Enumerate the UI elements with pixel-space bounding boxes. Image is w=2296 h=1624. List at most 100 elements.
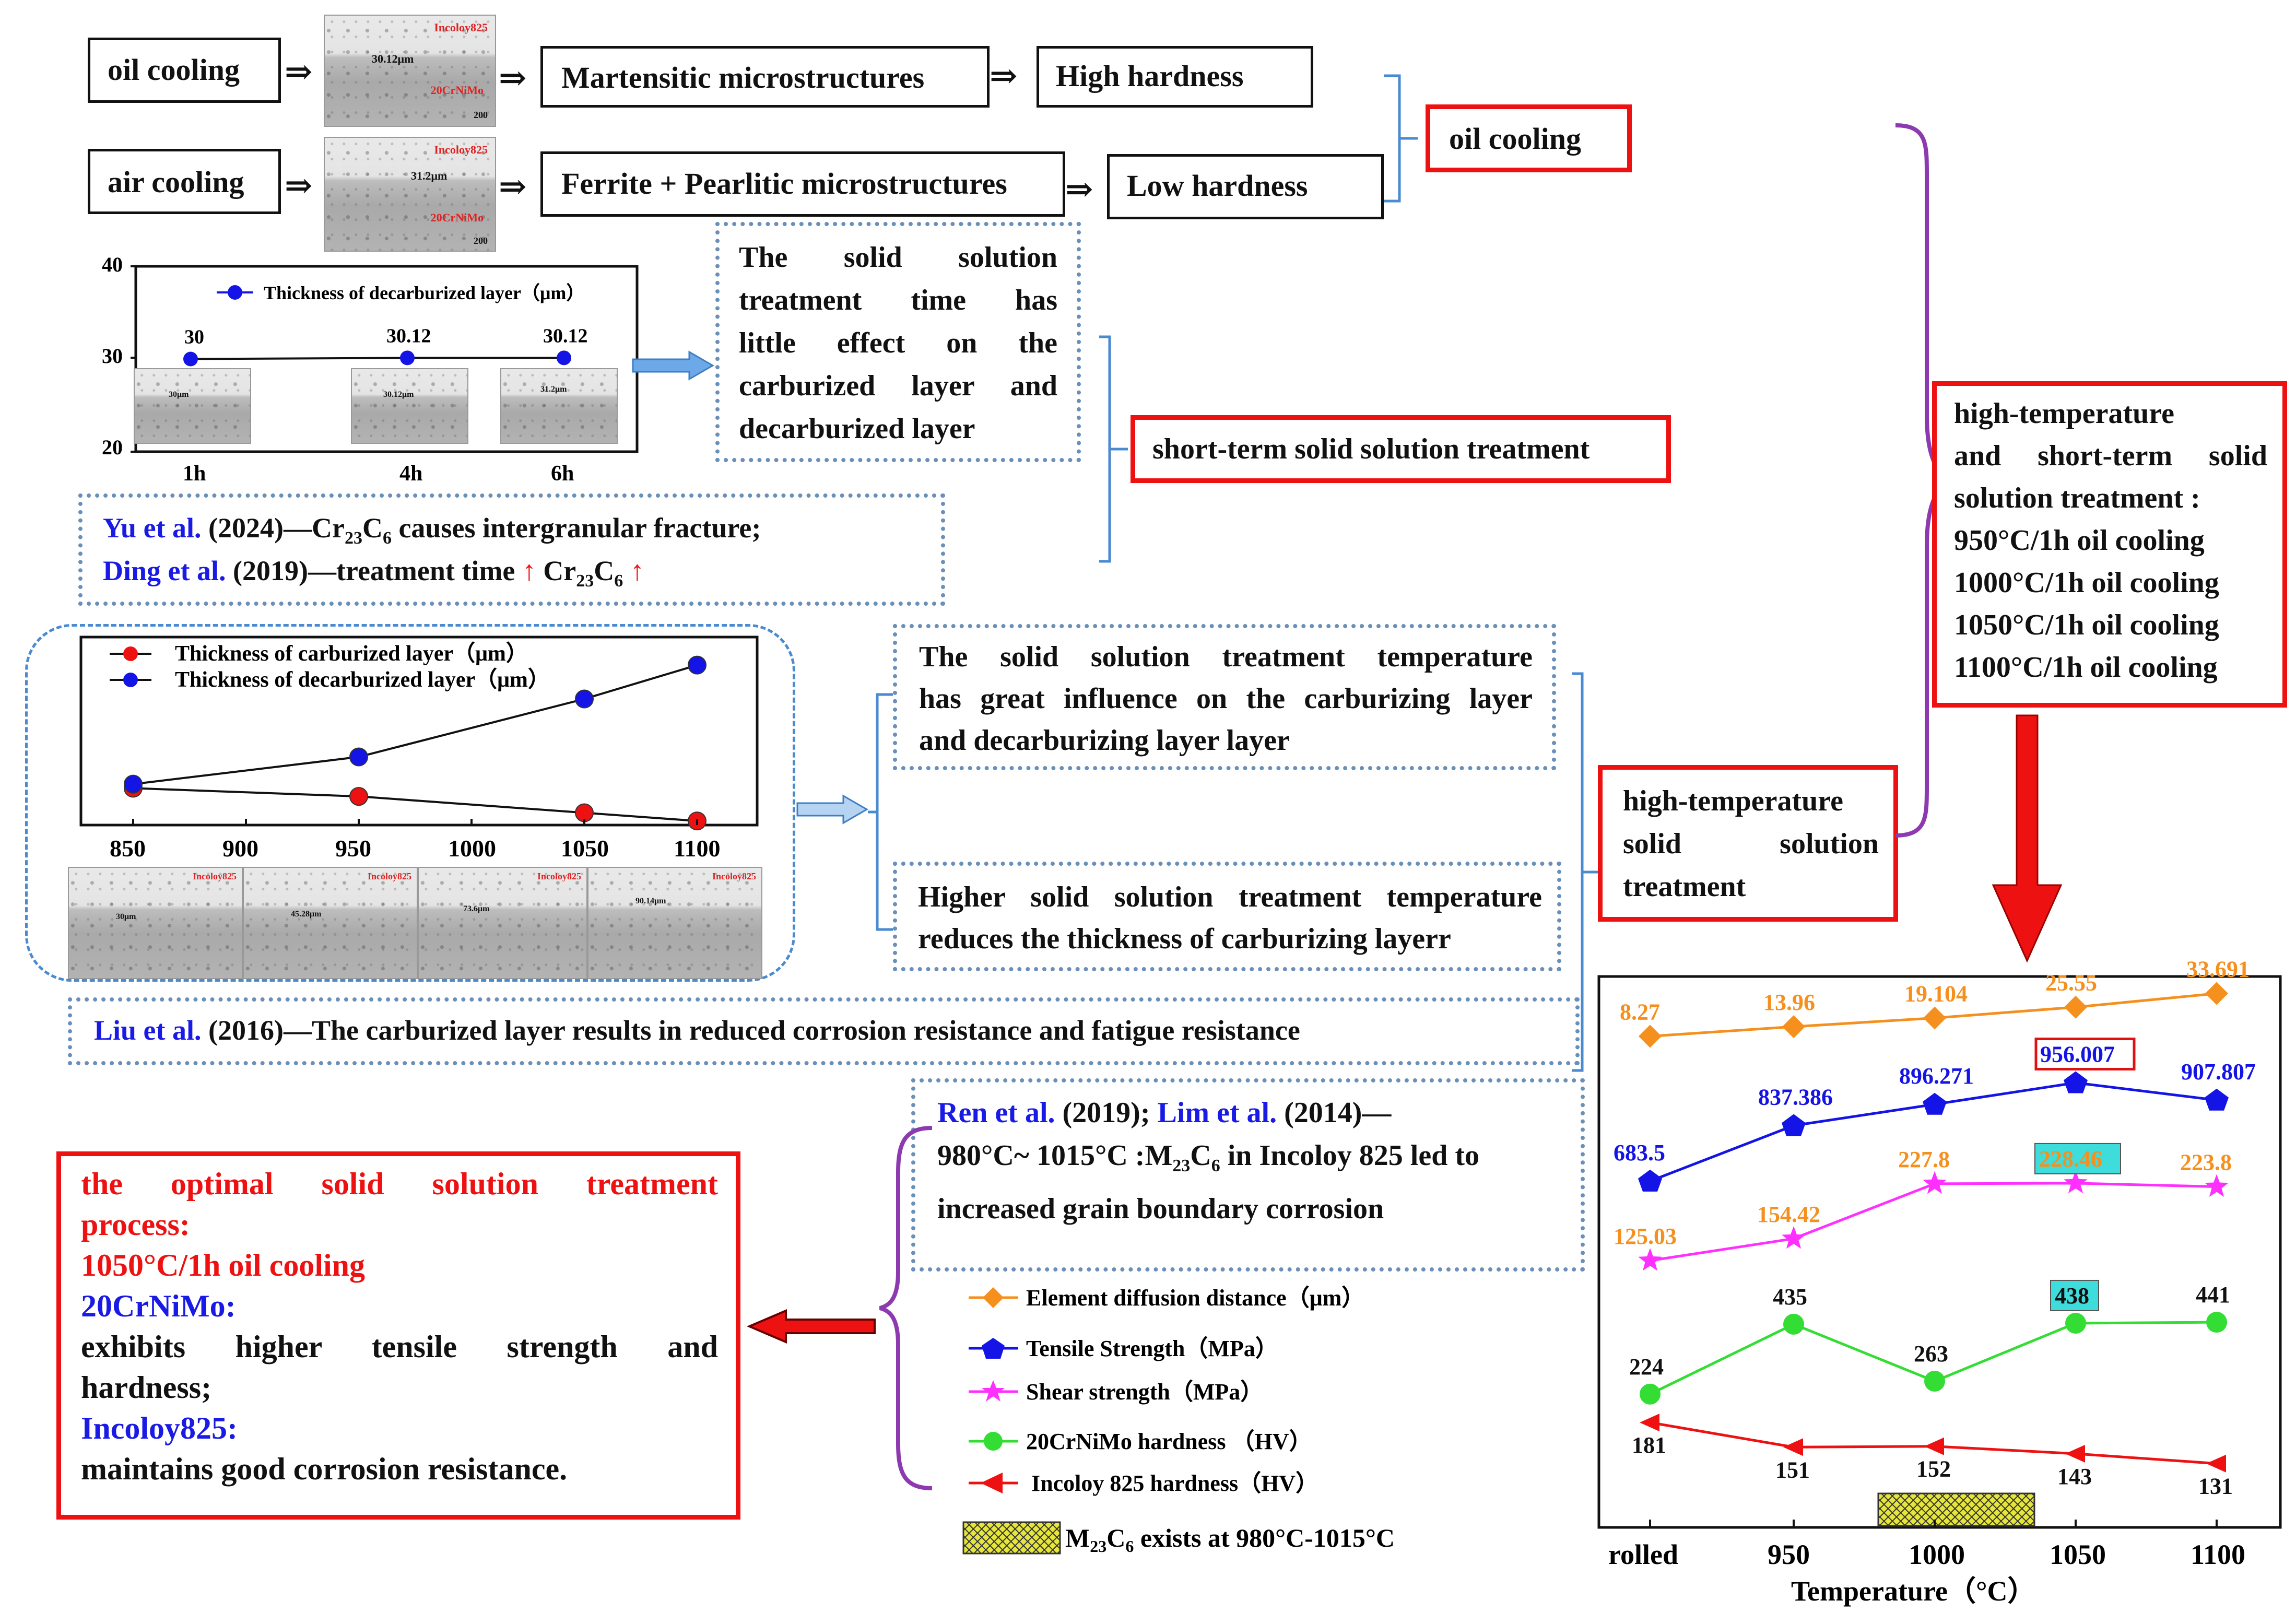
optimal-text: hardness;	[81, 1370, 212, 1405]
data-point	[2205, 982, 2228, 1005]
ref-liu: Liu et al. (2016)—The carburized layer r…	[94, 1014, 1300, 1046]
data-label: 896.271	[1899, 1063, 1974, 1089]
properties-x-tick: 1100	[2191, 1539, 2245, 1570]
data-point	[1783, 1313, 1804, 1335]
time-note-box	[715, 222, 1081, 462]
highlight-frame	[2034, 1037, 2136, 1070]
time-point-label: 30	[184, 326, 204, 348]
legend-carb: Thickness of carburized layer（μm）	[175, 641, 528, 666]
data-point	[1923, 1171, 1947, 1194]
micro-mark: 90.14μm	[635, 897, 666, 905]
micro-mark: 31.2μm	[411, 169, 448, 182]
subscript: 6	[382, 528, 392, 548]
m23c6-band	[1877, 1492, 2035, 1527]
ref-text: increased grain boundary corrosion	[937, 1193, 1384, 1226]
note-line: 1100°C/1h oil cooling	[1954, 651, 2218, 684]
y-tick: 40	[102, 253, 123, 276]
ref-ding: Ding et al. (2019)—treatment time ↑ Cr23…	[103, 555, 644, 591]
ref-ren: Ren et al. (2019); Lim et al. (2014)— 98…	[937, 1091, 1479, 1230]
temp-x-tick: 1100	[674, 835, 720, 862]
low-hardness-box	[1107, 154, 1384, 219]
subscript: 6	[614, 571, 623, 591]
temp-point	[349, 747, 368, 767]
ref-ren-box	[911, 1078, 1585, 1272]
data-label: 441	[2196, 1282, 2230, 1308]
author-lim: Lim et al.	[1157, 1097, 1277, 1129]
optimal-title: the optimal solid solution treatment	[81, 1167, 718, 1201]
data-label: 223.8	[2180, 1150, 2232, 1175]
legend-hardinc-label: Incoloy 825 hardness（HV）	[1031, 1470, 1318, 1496]
x-tick: 6h	[551, 462, 574, 486]
data-label: 907.807	[2181, 1059, 2256, 1085]
micro-label-top: Incoloy825	[192, 871, 237, 881]
ref-text: (2024)—Cr	[208, 512, 345, 544]
high-temp-box	[1598, 765, 1898, 922]
data-point	[2205, 1174, 2229, 1197]
temp-x-tick: 900	[222, 835, 258, 862]
temp-series-line	[133, 664, 698, 785]
temp-micro-1: Incoloy825 30μm	[68, 867, 243, 979]
high-hardness-box	[1037, 46, 1313, 108]
highlight-fill	[2050, 1279, 2099, 1311]
time-point	[400, 350, 415, 366]
ref-text: (2014)—	[1284, 1097, 1392, 1129]
data-label: 152	[1916, 1456, 1951, 1482]
data-point	[1782, 1114, 1806, 1136]
high-temp: high-temperature solid solution treatmen…	[1623, 780, 1879, 908]
ref-text: in Incoloy 825 led to	[1220, 1139, 1480, 1172]
note-line: Higher solid solution treatment temperat…	[918, 881, 1542, 913]
time-series-line	[190, 357, 564, 360]
red-down-arrow-icon	[1992, 714, 2063, 963]
data-point	[2205, 1088, 2229, 1111]
data-point	[2064, 995, 2087, 1019]
data-label: 125.03	[1614, 1223, 1677, 1249]
oil-cooling-conclusion: oil cooling	[1449, 122, 1581, 156]
author-ren: Ren et al.	[937, 1097, 1055, 1129]
data-point	[1638, 1169, 1662, 1192]
data-point	[2206, 1454, 2226, 1473]
ferrite-label: Ferrite + Pearlitic microstructures	[561, 167, 1007, 201]
data-label: 143	[2057, 1464, 2092, 1489]
bracket-cooling	[1384, 74, 1418, 203]
blue-arrow-icon	[796, 794, 868, 825]
legend-diff: Element diffusion distance（μm）	[969, 1285, 1364, 1311]
time-point	[183, 351, 198, 367]
data-point	[2064, 1170, 2088, 1194]
up-arrow-icon: ↑	[630, 555, 644, 586]
oil-cooling-box	[88, 38, 281, 103]
note-line: solid solution	[1623, 828, 1879, 860]
martensitic-box	[540, 46, 990, 108]
micro-label-top: Incoloy825	[712, 871, 756, 881]
note-line: treatment	[1623, 870, 1746, 903]
temp-x-tick: 850	[110, 835, 146, 862]
note-line: has great influence on the carburizing l…	[919, 682, 1533, 715]
temp-note1: The solid solution treatment temperature…	[919, 636, 1533, 761]
red-left-arrow-icon	[746, 1309, 876, 1344]
micro-label-top: Incoloy825	[434, 21, 488, 34]
temp-chart: Thickness of carburized layer（μm） Thickn…	[79, 636, 759, 862]
temp-point	[349, 787, 368, 806]
note-line: and decarburizing layer layer	[919, 724, 1290, 757]
properties-x-tick: rolled	[1608, 1539, 1678, 1570]
optimal: the optimal solid solution treatment pro…	[81, 1163, 718, 1489]
author-liu: Liu et al.	[94, 1015, 202, 1046]
subscript: 23	[1172, 1156, 1191, 1176]
ht-short: high-temperature and short-term solid so…	[1954, 393, 2267, 689]
ref-yu: Yu et al. (2024)—Cr23C6 causes intergran…	[103, 512, 761, 548]
legend-hard20: 20CrNiMo hardness （HV）	[969, 1429, 1312, 1454]
up-arrow-icon: ↑	[522, 555, 536, 586]
temp-plot-frame	[79, 636, 759, 827]
temp-note2-box	[893, 862, 1561, 971]
data-label: 956.007	[2040, 1041, 2115, 1067]
data-label: 837.386	[1758, 1084, 1833, 1110]
note-line: decarburized layer	[739, 413, 975, 445]
data-point	[1782, 1015, 1805, 1039]
micro-mark: 30.12μm	[372, 52, 414, 65]
subscript: 23	[344, 528, 362, 548]
micro-mark: 45.28μm	[291, 910, 322, 919]
ferrite-box	[540, 151, 1065, 217]
micro-mark: 31.2μm	[540, 385, 567, 394]
ref-text: (2016)—The carburized layer results in r…	[208, 1015, 1300, 1046]
data-point	[1640, 1383, 1661, 1405]
